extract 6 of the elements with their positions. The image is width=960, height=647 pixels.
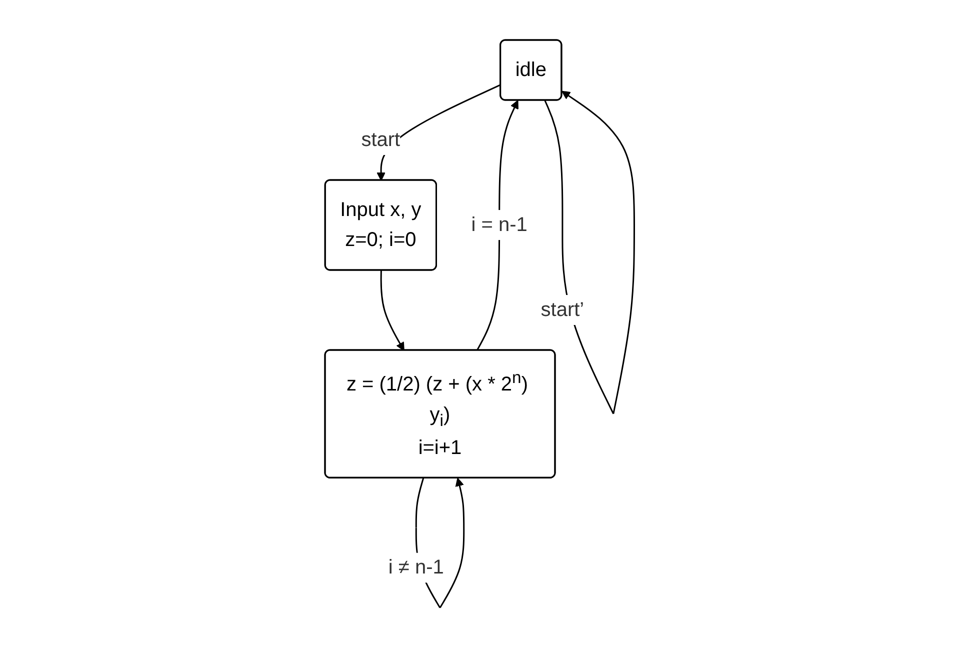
edge-label: i = n-1 xyxy=(472,214,528,236)
edge-label: start’ xyxy=(541,298,584,321)
arrow xyxy=(380,270,405,350)
edge-label: i ≠ n-1 xyxy=(388,556,444,578)
arrow xyxy=(476,100,519,350)
edge-label: start xyxy=(362,128,400,151)
